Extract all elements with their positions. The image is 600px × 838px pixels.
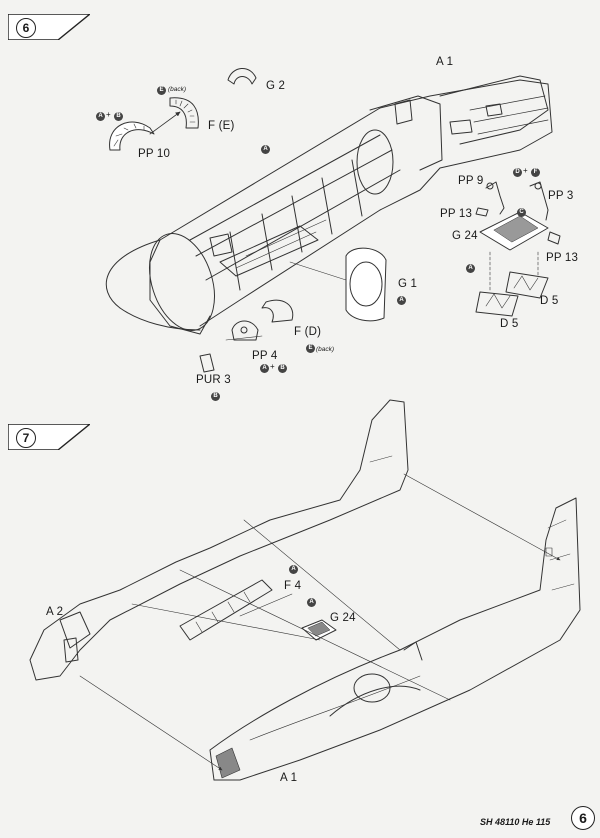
step-7-number: 7: [16, 428, 36, 448]
label-pp4: PP 4: [252, 350, 278, 362]
step-6-number: 6: [16, 18, 36, 38]
badge-a-bottom: A: [260, 364, 269, 373]
badge-e-top: E: [157, 86, 166, 95]
label-g2: G 2: [266, 80, 286, 92]
label-pp9: PP 9: [458, 175, 484, 187]
part-pp10: [109, 121, 155, 151]
part-pp3: [529, 181, 549, 221]
part-f-e: [169, 97, 199, 129]
note-back-bottom: (back): [316, 346, 335, 353]
label-pp10: PP 10: [138, 148, 171, 160]
step-7-tab: 7: [8, 424, 90, 450]
part-f4: [179, 579, 273, 641]
label-pp13-left: PP 13: [440, 208, 473, 220]
part-pur3: [199, 353, 215, 373]
part-g24-step6: [479, 211, 549, 251]
part-f-d: [261, 299, 294, 323]
label-f4: F 4: [284, 580, 302, 592]
part-d5-right: [505, 271, 549, 299]
badge-e-bottom: E: [306, 344, 315, 353]
part-d5-bottom: [475, 291, 519, 317]
badge-plus-bottom: +: [270, 362, 275, 371]
part-g24-step7: [301, 619, 337, 641]
part-pp9: [485, 181, 505, 215]
label-pur3: PUR 3: [196, 374, 231, 386]
label-pp3: PP 3: [548, 190, 574, 202]
part-g2: [227, 68, 257, 85]
badge-a-g24: A: [307, 598, 316, 607]
label-g24-step6: G 24: [452, 230, 478, 242]
label-pp13-right: PP 13: [546, 252, 579, 264]
label-a2: A 2: [46, 606, 64, 618]
label-a1-step6: A 1: [436, 56, 454, 68]
badge-c-right: C: [517, 208, 526, 217]
badge-a-f4: A: [289, 565, 298, 574]
label-g24-step7: G 24: [330, 612, 356, 624]
fuselage-half-step6: [105, 75, 553, 335]
label-f-d: F (D): [294, 326, 322, 338]
badge-plus-top: +: [106, 110, 111, 119]
badge-plus-right: +: [523, 166, 528, 175]
badge-a-right: A: [466, 264, 475, 273]
badge-b-top: B: [114, 112, 123, 121]
badge-a-top: A: [96, 112, 105, 121]
badge-d-right: D: [513, 168, 522, 177]
fuselage-half-step7: [29, 399, 409, 681]
label-d5-bottom: D 5: [500, 318, 519, 330]
badge-f-right: F: [531, 168, 540, 177]
fuselage-step7: [209, 497, 581, 781]
badge-b-pur3: B: [211, 392, 220, 401]
page-number: 6: [571, 806, 595, 830]
part-g1: [345, 247, 387, 322]
label-g1: G 1: [398, 278, 418, 290]
badge-b-bottom: B: [278, 364, 287, 373]
kit-code: SH 48110 He 115: [480, 817, 551, 827]
label-d5-right: D 5: [540, 295, 559, 307]
step-6-tab: 6: [8, 14, 90, 40]
badge-a-mid: A: [261, 145, 270, 154]
part-pp4: [231, 320, 259, 341]
label-a1-step7: A 1: [280, 772, 298, 784]
note-back-top: (back): [168, 86, 187, 93]
label-f-e: F (E): [208, 120, 235, 132]
badge-a-g1: A: [397, 296, 406, 305]
